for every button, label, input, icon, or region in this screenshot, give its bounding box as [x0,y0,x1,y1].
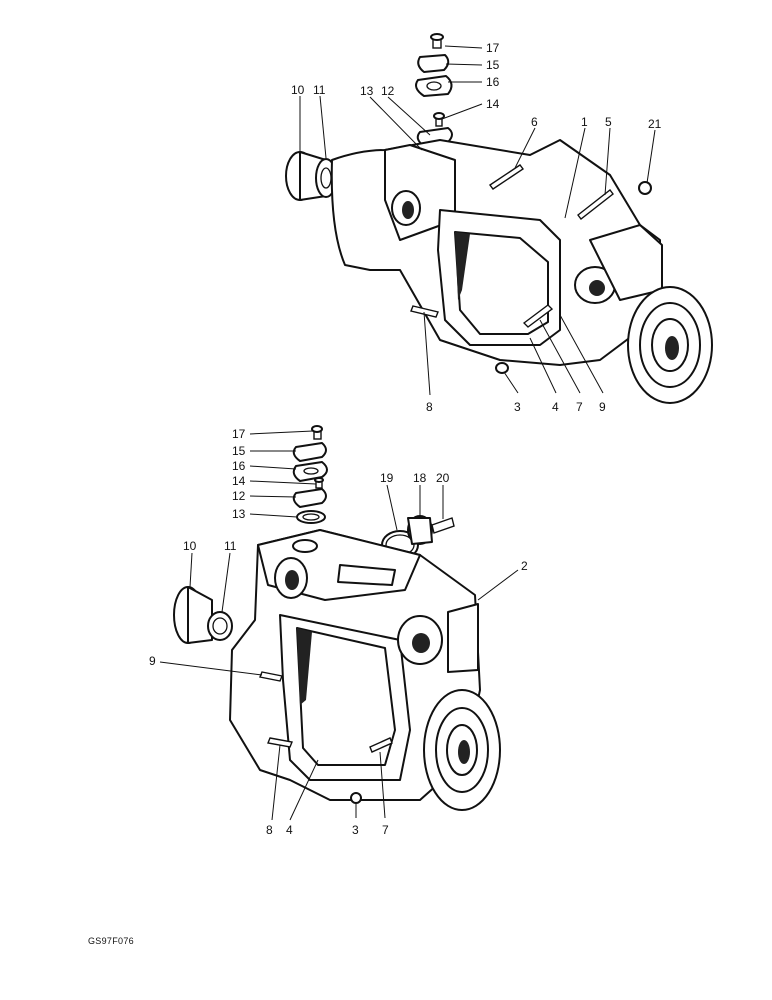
upper-assembly: 17 15 16 14 12 13 10 11 6 1 5 21 8 3 4 7… [285,33,713,414]
callout-label: 7 [382,823,389,837]
callout-label: 7 [576,400,583,414]
callout-label: 14 [486,97,500,111]
callout-label: 21 [648,117,662,131]
upper-leaders [299,45,656,396]
callout-label: 9 [149,654,156,668]
callout-label: 16 [232,459,246,473]
callout-label: 1 [581,115,588,129]
callout-label: 8 [266,823,273,837]
upper-callouts: 17 15 16 14 12 13 10 11 6 1 5 21 8 3 4 7… [291,41,662,414]
callout-label: 15 [486,58,500,72]
callout-label: 8 [426,400,433,414]
callout-label: 13 [232,507,246,521]
callout-label: 18 [413,471,427,485]
callout-label: 9 [599,400,606,414]
lower-right-flange [423,689,501,811]
callout-label: 11 [224,539,237,553]
callout-label: 17 [486,41,500,55]
lower-small-parts [292,425,328,524]
upper-right-flange [627,286,713,404]
callout-label: 19 [380,471,394,485]
lower-callouts: 17 15 16 14 12 13 19 18 20 10 11 2 9 8 4… [149,427,528,837]
callout-label: 10 [183,539,197,553]
lower-leaders [159,430,519,821]
callout-label: 4 [552,400,559,414]
callout-label: 5 [605,115,612,129]
upper-housing [330,139,663,366]
callout-label: 4 [286,823,293,837]
callout-label: 20 [436,471,450,485]
callout-label: 12 [381,84,395,98]
lower-housing [229,529,481,801]
callout-label: 3 [352,823,359,837]
upper-bearing-cap [285,151,337,201]
callout-label: 14 [232,474,246,488]
callout-label: 6 [531,115,538,129]
callout-label: 13 [360,84,374,98]
callout-label: 12 [232,489,246,503]
callout-label: 17 [232,427,246,441]
callout-label: 3 [514,400,521,414]
reference-code: GS97F076 [88,936,134,946]
lower-bearing-cap [173,586,233,644]
callout-label: 2 [521,559,528,573]
lower-assembly: 17 15 16 14 12 13 19 18 20 10 11 2 9 8 4… [149,425,528,837]
callout-label: 15 [232,444,246,458]
upper-fasteners [410,164,652,374]
lower-fasteners [259,671,393,804]
callout-label: 11 [313,83,326,97]
callout-label: 16 [486,75,500,89]
callout-label: 10 [291,83,305,97]
upper-small-parts [415,33,453,158]
